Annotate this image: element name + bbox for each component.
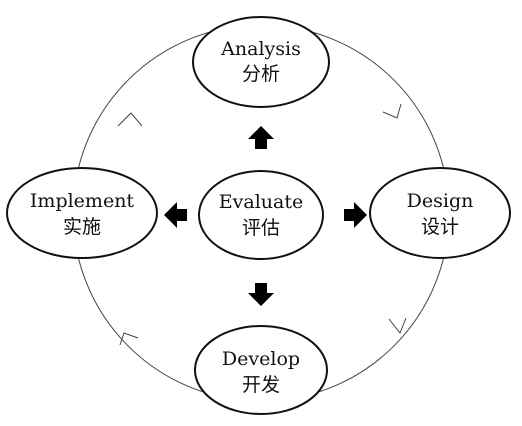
node-develop: Develop 开发 <box>194 325 328 415</box>
node-design-en: Design <box>407 190 474 212</box>
arrow-down-icon <box>248 283 274 306</box>
node-implement-zh: 实施 <box>63 216 101 238</box>
node-analysis: Analysis 分析 <box>192 16 330 108</box>
arrow-up-icon <box>248 126 274 149</box>
cycle-chevrons <box>117 103 407 346</box>
node-implement: Implement 实施 <box>6 167 158 259</box>
node-evaluate: Evaluate 评估 <box>198 170 324 260</box>
chevron-bottom-right <box>388 317 407 334</box>
node-design: Design 设计 <box>369 167 511 259</box>
node-analysis-en: Analysis <box>220 38 301 60</box>
node-design-zh: 设计 <box>421 216 459 238</box>
chevron-top-left <box>117 112 143 127</box>
node-develop-zh: 开发 <box>242 374 280 396</box>
arrow-right-icon <box>344 202 367 228</box>
node-evaluate-en: Evaluate <box>219 191 303 213</box>
node-develop-en: Develop <box>222 348 300 370</box>
node-implement-en: Implement <box>30 190 135 212</box>
node-analysis-zh: 分析 <box>242 63 280 85</box>
arrow-left-icon <box>164 202 187 228</box>
node-evaluate-zh: 评估 <box>242 217 280 239</box>
chevron-bottom-left <box>119 332 139 346</box>
chevron-top-right <box>382 103 402 119</box>
